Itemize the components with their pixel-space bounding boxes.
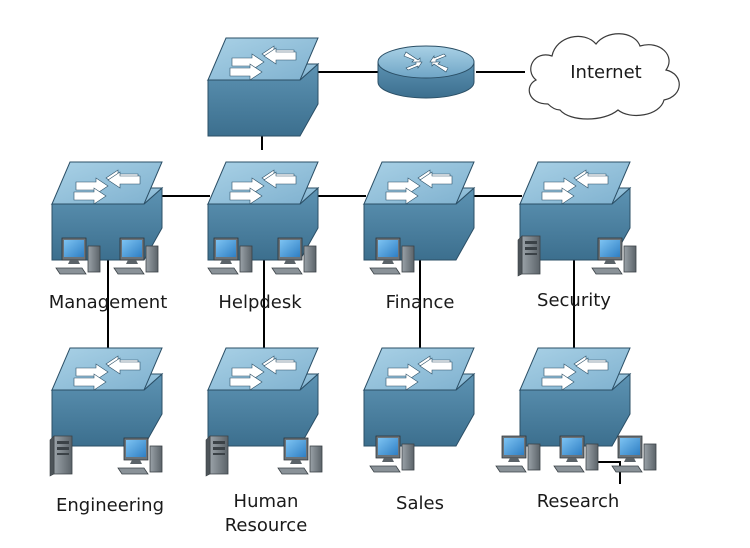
- humanresource-server-icon: [205, 435, 229, 477]
- humanresource-switch-icon: [207, 347, 319, 447]
- dept-label-management: Management: [48, 292, 168, 313]
- dept-label-helpdesk: Helpdesk: [218, 292, 302, 313]
- dept-label-research: Research: [536, 491, 620, 512]
- security-server-icon: [517, 235, 541, 277]
- dept-label-engineering: Engineering: [56, 495, 164, 516]
- engineering-server-icon: [49, 435, 73, 477]
- core-switch-icon: [207, 37, 319, 137]
- dept-label-human-resource: Human Resource: [224, 491, 308, 536]
- research-switch-icon: [519, 347, 631, 447]
- sales-switch-icon: [363, 347, 475, 447]
- dept-label-sales: Sales: [396, 493, 444, 514]
- dept-label-finance: Finance: [385, 292, 455, 313]
- engineering-switch-icon: [51, 347, 163, 447]
- research-pc-3-icon: [611, 435, 657, 473]
- internet-label: Internet: [570, 62, 642, 83]
- internet-cloud-icon: [528, 33, 680, 120]
- link-research-pc: [598, 461, 621, 484]
- router-icon: [377, 45, 475, 99]
- dept-label-security: Security: [537, 290, 611, 311]
- engineering-pc-icon: [117, 437, 163, 475]
- humanresource-pc-icon: [277, 437, 323, 475]
- security-pc-icon: [591, 237, 637, 275]
